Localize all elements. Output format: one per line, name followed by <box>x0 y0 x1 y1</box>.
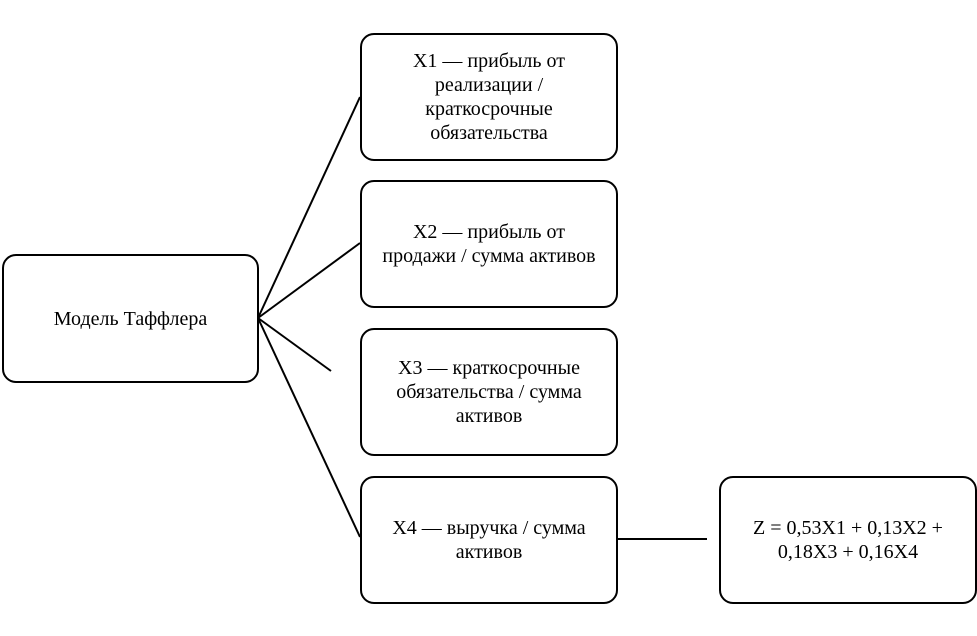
connector-x4 <box>257 317 361 538</box>
connector-x3 <box>257 317 332 372</box>
formula-box: Z = 0,53X1 + 0,13X2 + 0,18X3 + 0,16X4 <box>719 476 977 604</box>
root-box: Модель Таффлера <box>2 254 259 383</box>
connector-x2 <box>257 242 361 319</box>
factor-x2-box: X2 — прибыль от продажи / сумма активов <box>360 180 618 308</box>
factor-x1-box: X1 — прибыль от реализации / краткосрочн… <box>360 33 618 161</box>
connector-x1 <box>257 96 361 319</box>
factor-x4-box: X4 — выручка / сумма активов <box>360 476 618 604</box>
factor-x3-box: X3 — краткосрочные обязательства / сумма… <box>360 328 618 456</box>
